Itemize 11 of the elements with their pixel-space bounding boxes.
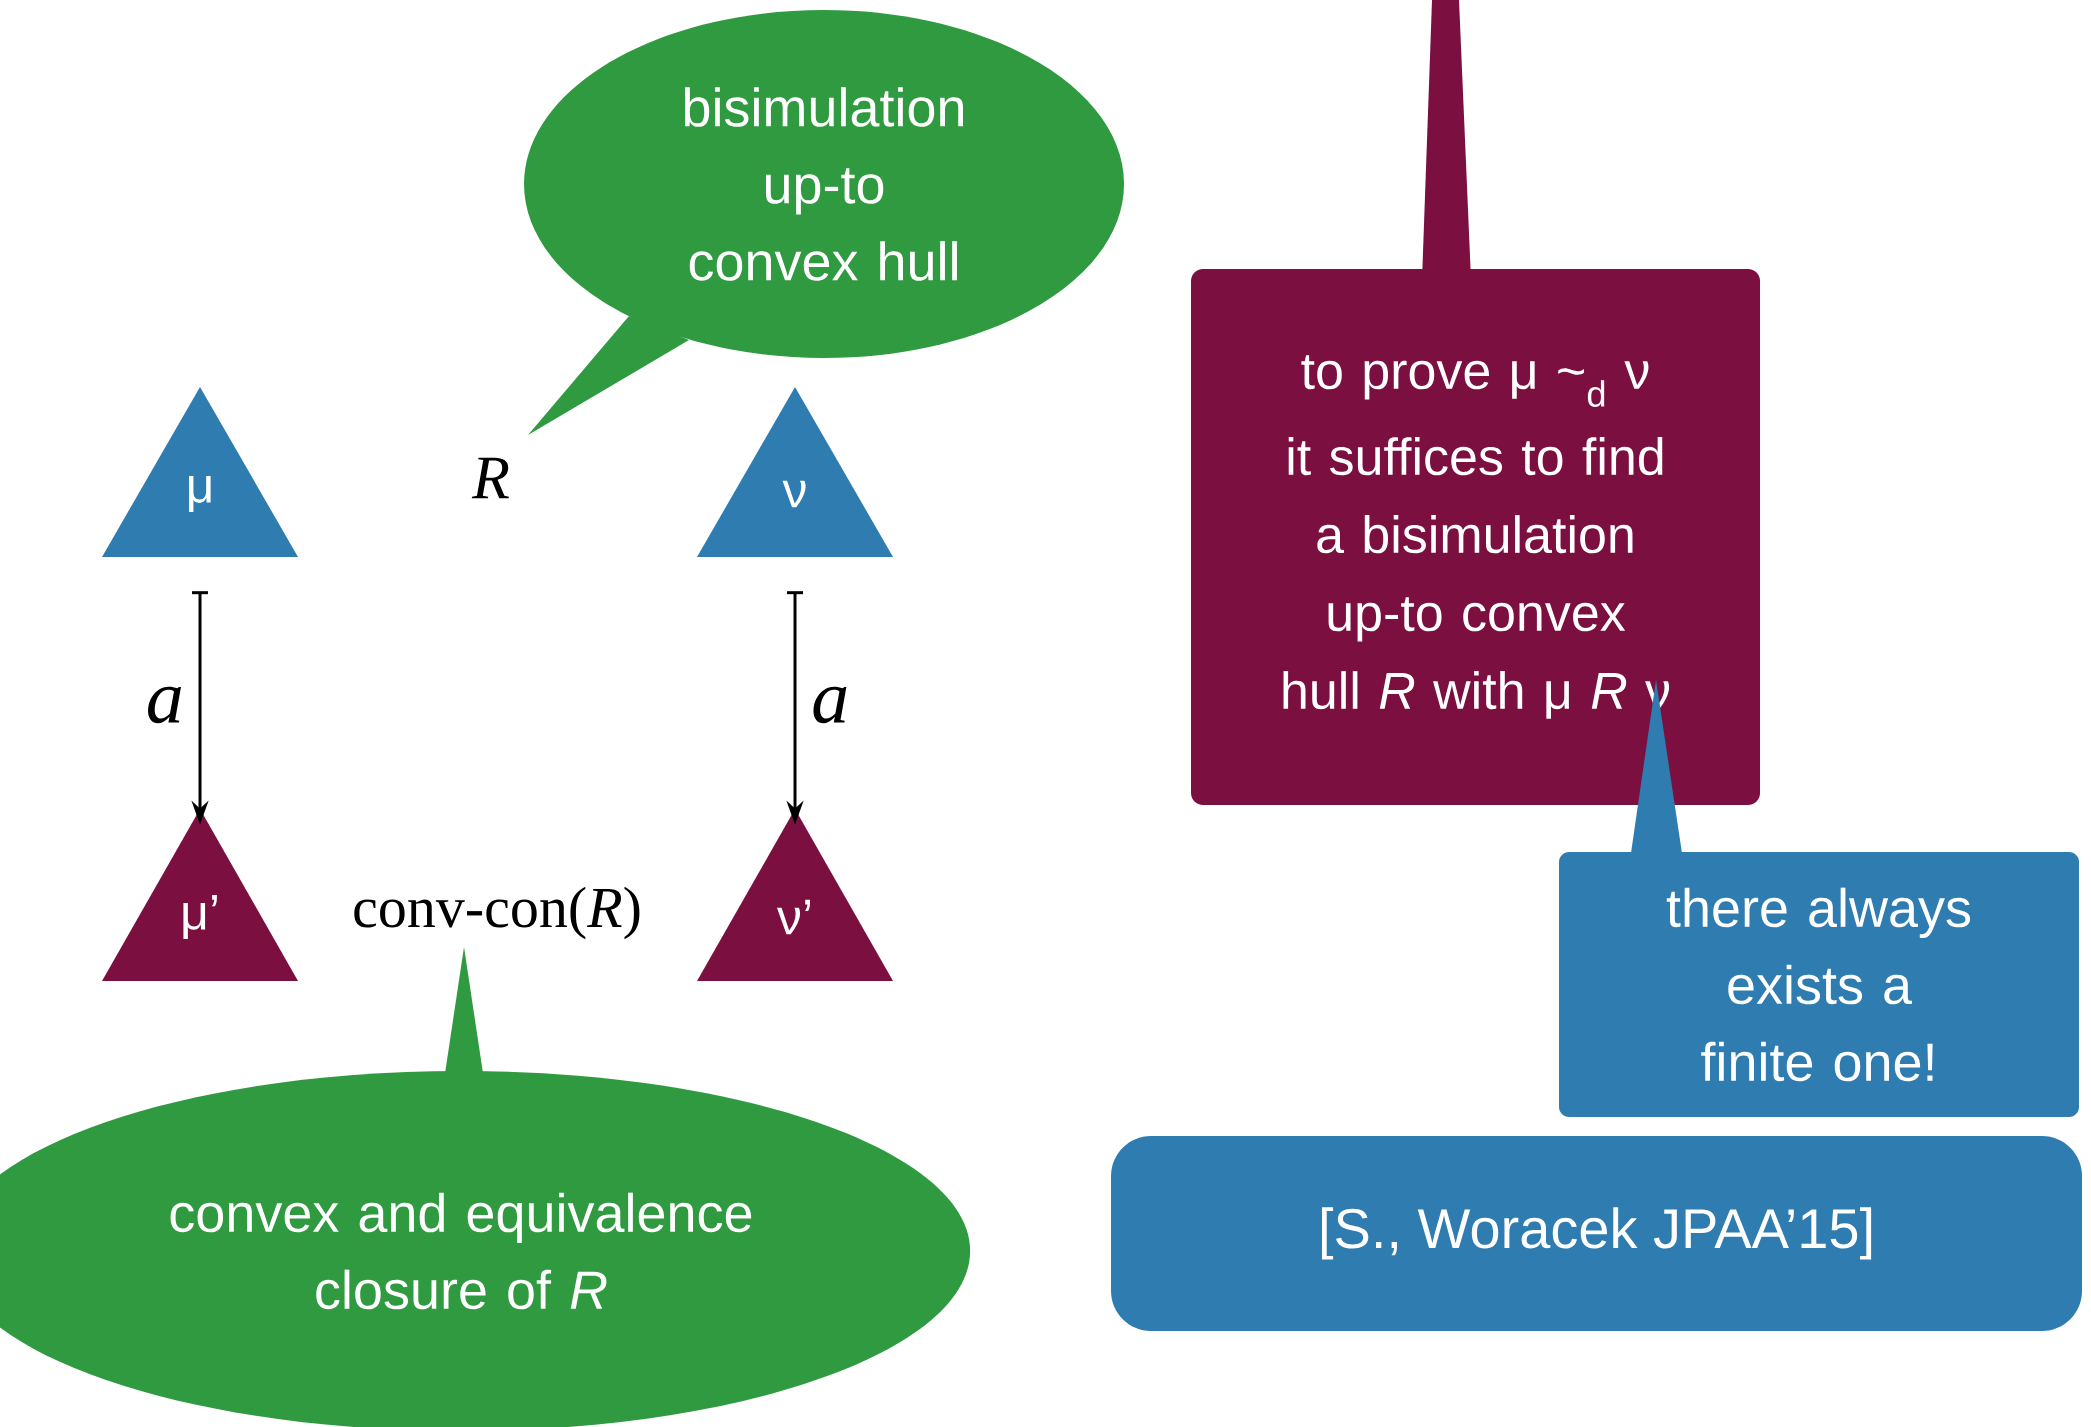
math-label: R bbox=[471, 457, 509, 499]
citation-box: [S., Woracek JPAA’15] bbox=[1111, 1136, 2082, 1331]
triangle: μ bbox=[102, 387, 298, 557]
math-label: conv-con(R) bbox=[354, 886, 640, 940]
triangle: ν’ bbox=[697, 809, 893, 981]
speech-bubble: bisimulation up-to convex hull bbox=[524, 10, 1124, 435]
triangle: μ’ bbox=[102, 809, 298, 981]
triangle: ν bbox=[697, 387, 893, 557]
edge-label: a bbox=[813, 686, 847, 724]
edge-label: a bbox=[148, 686, 181, 724]
speech-bubble: convex and equivalence closure of R bbox=[0, 947, 971, 1427]
